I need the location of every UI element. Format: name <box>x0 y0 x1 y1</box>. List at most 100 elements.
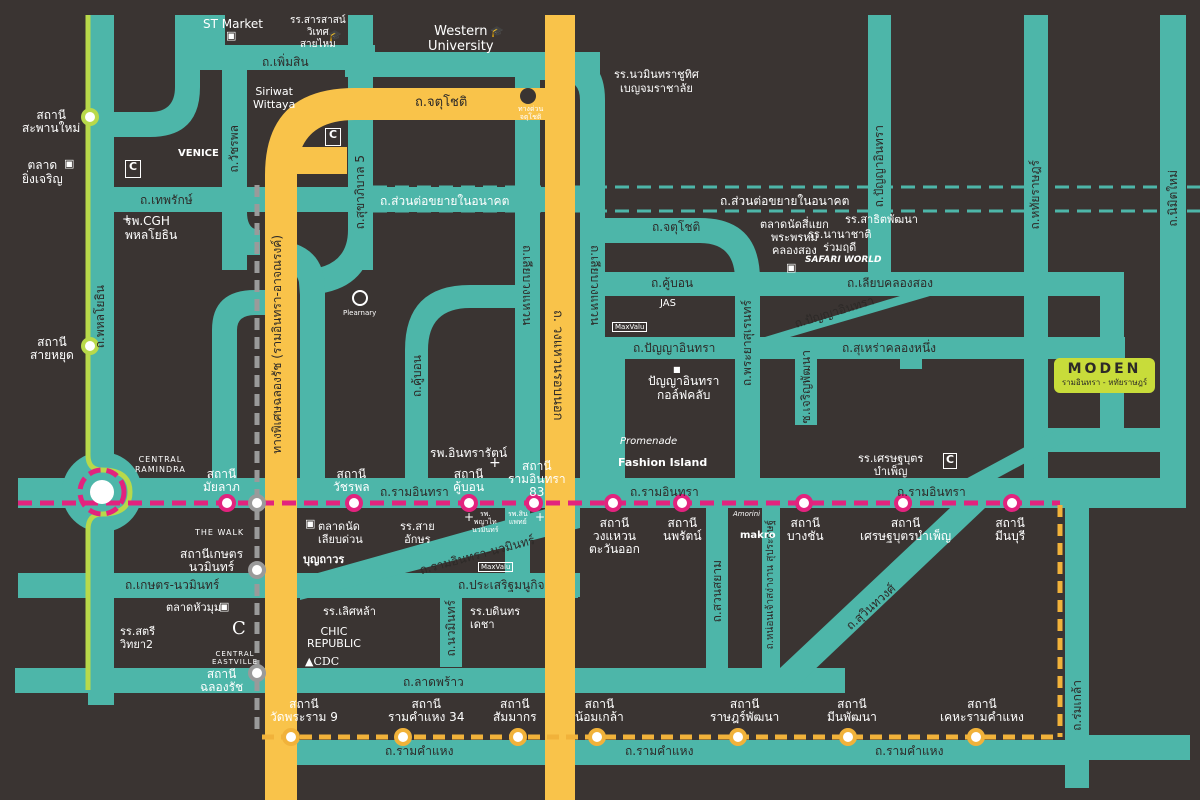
station-marker-rat-phatthana[interactable] <box>729 728 747 746</box>
station-marker-setthabut[interactable] <box>894 494 912 512</box>
place-cgh[interactable]: รพ.CGH พหลโยธิน <box>125 214 178 242</box>
station-label-sammakon[interactable]: สถานี สัมมากร <box>493 697 537 724</box>
place-jas[interactable]: JAS <box>660 298 676 309</box>
place-chic-republic[interactable]: CHIC REPUBLIC <box>307 625 361 650</box>
school-icon: 🎓 <box>328 29 342 42</box>
place-nanachart[interactable]: รร.นานาชาติ ร่วมฤดี <box>808 228 872 254</box>
road-label-liab-wongwaen-1: ถ.เลียบวงแหวน <box>520 245 534 326</box>
station-marker-min-phatthana[interactable] <box>839 728 857 746</box>
station-label-rat-phatthana[interactable]: สถานี ราษฎร์พัฒนา <box>710 697 780 724</box>
place-promenade[interactable]: Promenade <box>620 436 678 447</box>
project-badge[interactable]: MODEN รามอินทรา - หทัยราษฎร์ <box>1054 358 1155 393</box>
place-fashion-island[interactable]: Fashion Island <box>618 456 708 469</box>
station-label-nopparat[interactable]: สถานี นพรัตน์ <box>663 516 702 543</box>
station-label-sai-yud[interactable]: สถานี สายหยุด <box>30 335 74 362</box>
station-label-nom-klao[interactable]: สถานี น้อมเกล้า <box>575 697 624 724</box>
c-mart-icon: C <box>325 128 341 146</box>
station-marker-ram-intra-83[interactable] <box>525 494 543 512</box>
road-ramkhamhaeng-right <box>1080 735 1190 760</box>
place-sinphaet[interactable]: รพ.สิน แพทย์ <box>508 510 528 526</box>
place-intrarat[interactable]: รพ.อินทรารัตน์ <box>430 446 508 460</box>
station-label-saphan-mai[interactable]: สถานี สะพานใหม่ <box>22 108 81 135</box>
place-maxvalu-2[interactable]: MaxValu <box>478 562 514 572</box>
place-phyathai[interactable]: รพ. พญาไท นวมินทร์ <box>472 510 499 534</box>
station-label-wongwaen-east[interactable]: สถานี วงแหวน ตะวันออก <box>589 516 640 556</box>
place-siriwat[interactable]: Siriwat Wittaya <box>253 85 296 111</box>
place-the-walk[interactable]: THE WALK <box>195 528 245 537</box>
station-marker-sammakon[interactable] <box>509 728 527 746</box>
place-satit[interactable]: รร.สาธิตพัฒนา <box>845 213 918 226</box>
place-sarasas[interactable]: รร.สารสาสน์ วิเทศ สายไหม <box>290 15 346 50</box>
place-nawamin-school[interactable]: รร.นวมินทราชูทิศ เบญจมราชาลัย <box>614 68 699 95</box>
station-marker-saphan-mai[interactable] <box>81 108 99 126</box>
road-nawamin <box>440 597 462 667</box>
place-amorini[interactable]: Amorini <box>733 510 761 518</box>
place-talad-klong-song[interactable]: ตลาดนัดสี่แยก พระพรหม คลองสอง <box>760 218 829 257</box>
road-thepharak <box>88 187 588 212</box>
road-label-ram-intra-2: ถ.รามอินทรา <box>630 485 699 499</box>
place-cdc[interactable]: ▲CDC <box>305 655 340 668</box>
road-charoen-stub <box>795 405 817 425</box>
station-label-khubon[interactable]: สถานี คู้บอน <box>453 467 485 494</box>
place-sai-aksorn[interactable]: รร.สาย อักษร <box>400 520 435 546</box>
place-talad-huamum[interactable]: ตลาดหัวมุม <box>166 601 222 614</box>
station-marker-bang-chan[interactable] <box>795 494 813 512</box>
station-label-min-buri[interactable]: สถานี มีนบุรี <box>995 516 1026 543</box>
pink-line-loop <box>77 467 127 517</box>
hospital-icon: + <box>122 212 133 226</box>
station-label-setthabut[interactable]: สถานี เศรษฐบุตรบำเพ็ญ <box>860 516 952 543</box>
place-talad-liab[interactable]: ตลาดนัด เลียบด่วน <box>318 520 363 546</box>
place-western-univ[interactable]: Western University <box>428 24 494 54</box>
station-label-wat-phra-ram9[interactable]: สถานี วัดพระราม 9 <box>270 697 338 724</box>
station-marker-ramkhamhaeng34[interactable] <box>394 728 412 746</box>
road-label-ramkhamhaeng-2: ถ.รามคำแหง <box>625 744 694 758</box>
market-icon: ▣ <box>226 29 237 42</box>
station-marker-kaset-nawamin[interactable] <box>248 561 266 579</box>
market-icon: ▣ <box>305 517 316 530</box>
place-makro[interactable]: makro <box>740 530 776 541</box>
station-label-keha-ram[interactable]: สถานี เคหะรามคำแหง <box>940 697 1024 724</box>
station-marker-keha-ram[interactable] <box>967 728 985 746</box>
station-marker-sai-yud[interactable] <box>81 337 99 355</box>
road-label-ramkhamhaeng-3: ถ.รามคำแหง <box>875 744 944 758</box>
station-marker-grey-interchange[interactable] <box>248 494 266 512</box>
school-icon: 🎓 <box>490 25 504 38</box>
station-label-chalong-rat[interactable]: สถานี ฉลองรัช <box>200 667 244 694</box>
place-panya-golf[interactable]: ปัญญาอินทรา กอล์ฟคลับ <box>648 374 720 402</box>
place-loetla[interactable]: รร.เลิศหล้า <box>323 605 376 618</box>
place-bodindecha[interactable]: รร.บดินทร เดชา <box>470 605 521 631</box>
station-marker-khubon[interactable] <box>460 494 478 512</box>
place-venice[interactable]: VENICE <box>178 148 219 159</box>
station-label-bang-chan[interactable]: สถานี บางชัน <box>787 516 824 543</box>
station-marker-wongwaen-east[interactable] <box>604 494 622 512</box>
place-st-market[interactable]: ST Market <box>203 17 264 31</box>
road-loop-left <box>212 290 268 500</box>
place-central-eastville[interactable]: CENTRAL EASTVILLE <box>212 650 259 666</box>
project-name: MODEN <box>1067 361 1142 377</box>
place-safari-world[interactable]: SAFARI WORLD <box>805 255 882 265</box>
station-marker-chalong-rat[interactable] <box>248 664 266 682</box>
road-label-nimit-mai: ถ.นิมิตใหม่ <box>1166 170 1180 227</box>
station-label-min-phatthana[interactable]: สถานี มีนพัฒนา <box>827 697 877 724</box>
place-satri[interactable]: รร.สตรี วิทยา2 <box>120 625 156 651</box>
station-label-ramkhamhaeng34[interactable]: สถานี รามคำแหง 34 <box>388 697 465 724</box>
place-setthabut-school[interactable]: รร.เศรษฐบุตร บำเพ็ญ <box>858 452 924 478</box>
station-marker-min-buri[interactable] <box>1003 494 1021 512</box>
road-lat-phrao <box>15 668 845 693</box>
station-label-ram-intra-83[interactable]: สถานี รามอินทรา 83 <box>508 459 566 499</box>
road-label-nawamin: ถ.นวมินทร์ <box>444 600 458 657</box>
station-marker-nopparat[interactable] <box>673 494 691 512</box>
station-marker-wat-phra-ram9[interactable] <box>282 728 300 746</box>
place-bunthavorn[interactable]: บุญถาวร <box>303 553 345 566</box>
station-label-kaset-nawamin[interactable]: สถานีเกษตร นวมินทร์ <box>180 547 244 574</box>
station-marker-watcharaphon[interactable] <box>345 494 363 512</box>
place-talad-ying[interactable]: ตลาด ยิ่งเจริญ <box>22 158 63 186</box>
road-label-kaset-nawamin: ถ.เกษตร-นวมินทร์ <box>125 578 220 592</box>
place-maxvalu-1[interactable]: MaxValu <box>612 322 648 332</box>
station-marker-nom-klao[interactable] <box>588 728 606 746</box>
station-marker-mai-lap[interactable] <box>218 494 236 512</box>
station-label-watcharaphon[interactable]: สถานี วัชรพล <box>333 467 370 494</box>
station-label-mai-lap[interactable]: สถานี มัยลาภ <box>203 467 240 494</box>
place-central-ramindra[interactable]: CENTRAL RAMINDRA <box>135 455 186 474</box>
place-plearnary[interactable]: Plearnary <box>343 309 377 317</box>
